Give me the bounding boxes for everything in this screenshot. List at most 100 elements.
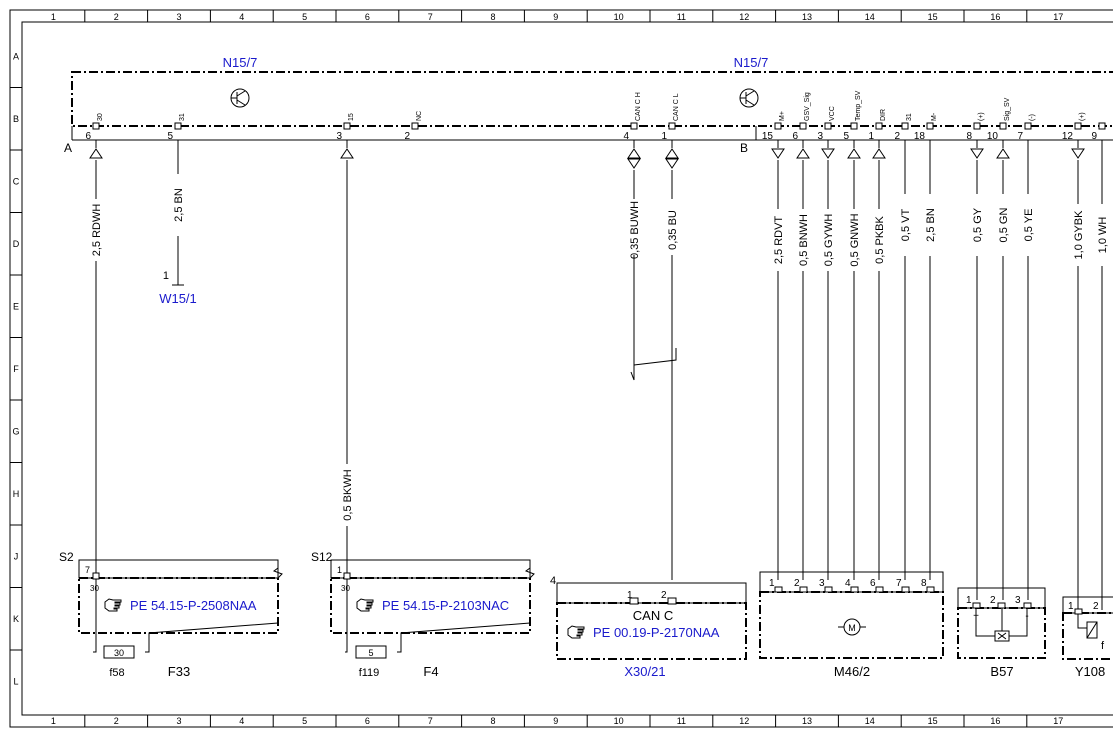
fuse-ref-link[interactable]: PE 54.15-P-2103NAC bbox=[382, 598, 509, 613]
row-label: D bbox=[13, 239, 20, 249]
module-label-right: N15/7 bbox=[734, 55, 769, 70]
pin-terminal bbox=[668, 122, 676, 130]
arrow-up-icon bbox=[796, 148, 810, 159]
row-label: B bbox=[13, 114, 19, 124]
column-label-top: 4 bbox=[239, 12, 244, 22]
pin-number: 2 bbox=[894, 131, 900, 142]
wire-label: 0,5 GN bbox=[998, 208, 1010, 243]
column-label-bottom: 2 bbox=[114, 716, 119, 726]
pin-terminal bbox=[343, 572, 351, 580]
column-label-bottom: 3 bbox=[176, 716, 181, 726]
pin-terminal bbox=[875, 122, 883, 130]
column-label-bottom: 7 bbox=[428, 716, 433, 726]
wire-label: 0,35 BU bbox=[667, 210, 679, 250]
motor-icon: M bbox=[838, 618, 866, 636]
wire-label: 0,5 YE bbox=[1023, 209, 1035, 242]
column-label-top: 5 bbox=[302, 12, 307, 22]
ground-w15-1: 1 W15/1 bbox=[159, 270, 197, 306]
fuse-component: F4 bbox=[423, 664, 438, 679]
pin-number: 1 bbox=[868, 131, 874, 142]
arrow-up-icon bbox=[665, 148, 679, 159]
fuse-box-outline bbox=[330, 577, 531, 634]
pin-terminal bbox=[343, 122, 351, 130]
wire-label: 2,5 RDWH bbox=[91, 204, 103, 257]
transistor-icon bbox=[739, 88, 759, 108]
column-label-top: 1 bbox=[51, 12, 56, 22]
motor-pin: 2 bbox=[794, 578, 800, 589]
row-label: E bbox=[13, 301, 19, 311]
break-mark bbox=[272, 560, 283, 579]
arrow-up-icon bbox=[996, 148, 1010, 159]
connector-b-pins: 15M+6GSV_Sig3VCC5Temp_SV1DIR23118M-8(+)1… bbox=[762, 90, 1106, 159]
pin-terminal bbox=[901, 586, 910, 593]
wire-label: 0,5 PKBK bbox=[874, 215, 886, 263]
fuse-ref-link[interactable]: PE 54.15-P-2508NAA bbox=[130, 598, 257, 613]
arrow-down-icon bbox=[665, 158, 679, 169]
row-label: H bbox=[13, 489, 20, 499]
pin-terminal bbox=[630, 122, 638, 130]
splice-bar bbox=[78, 559, 279, 579]
pin-terminal bbox=[926, 586, 935, 593]
pin-number: 4 bbox=[623, 131, 629, 142]
column-label-top: 2 bbox=[114, 12, 119, 22]
sensor-component: B57 bbox=[990, 664, 1013, 679]
pin-number: 6 bbox=[792, 131, 798, 142]
column-label-top: 6 bbox=[365, 12, 370, 22]
break-mark bbox=[524, 560, 535, 579]
pin-signal: M- bbox=[931, 112, 938, 121]
transistor-icon bbox=[230, 88, 250, 108]
fuse-box-outline bbox=[78, 577, 279, 634]
column-label-bottom: 10 bbox=[614, 716, 624, 726]
pin-terminal bbox=[799, 122, 807, 130]
valve-letter: f bbox=[1101, 640, 1105, 652]
can-box-pin: 1 bbox=[627, 590, 633, 601]
column-label-top: 10 bbox=[614, 12, 624, 22]
module-label-left: N15/7 bbox=[223, 55, 258, 70]
arrow-down-icon bbox=[970, 148, 984, 159]
pin-terminal bbox=[973, 122, 981, 130]
pin-signal: Temp_SV bbox=[855, 90, 862, 121]
wire-label: 0,5 VT bbox=[900, 209, 912, 242]
column-label-top: 9 bbox=[553, 12, 558, 22]
wire-label: 0,5 BKWH bbox=[342, 469, 354, 520]
pin-number: 15 bbox=[762, 131, 774, 142]
pin-signal: (+) bbox=[1079, 112, 1086, 121]
pin-signal: 15 bbox=[348, 113, 355, 121]
pointing-hand-icon bbox=[356, 598, 374, 612]
pin-number: 7 bbox=[1017, 131, 1023, 142]
column-label-bottom: 16 bbox=[990, 716, 1000, 726]
pin-signal: VCC bbox=[829, 106, 836, 121]
wire-label: 0,5 GYWH bbox=[823, 214, 835, 267]
pin-terminal bbox=[1074, 122, 1082, 130]
arrow-down-icon bbox=[821, 148, 835, 159]
column-label-bottom: 15 bbox=[928, 716, 938, 726]
pin-signal: GSV_Sig bbox=[804, 92, 811, 121]
row-label: G bbox=[12, 426, 19, 436]
wire-label: 2,5 BN bbox=[925, 208, 937, 242]
wire-label: 0,35 BUWH bbox=[629, 201, 641, 259]
valve-pin: 2 bbox=[1093, 601, 1099, 612]
pin-terminal bbox=[1024, 122, 1032, 130]
wire-label: 1,0 GYBK bbox=[1073, 210, 1085, 260]
valve-component: Y108 bbox=[1075, 664, 1105, 679]
sensor-pin: 2 bbox=[990, 595, 996, 606]
drawing-frame bbox=[9, 9, 1113, 728]
row-label: A bbox=[13, 51, 19, 61]
arrow-up-icon bbox=[872, 148, 886, 159]
column-label-top: 12 bbox=[739, 12, 749, 22]
pin-number: 10 bbox=[987, 131, 999, 142]
fuse-icon bbox=[103, 645, 135, 659]
pin-number: 1 bbox=[661, 131, 667, 142]
can-twist bbox=[630, 255, 677, 580]
pin-signal: Sig_SV bbox=[1004, 97, 1011, 121]
can-box-num: 4 bbox=[550, 575, 556, 587]
pin-number: 6 bbox=[85, 131, 91, 142]
pin-terminal bbox=[92, 122, 100, 130]
connector-a-label: A bbox=[64, 141, 72, 155]
can-box-ref[interactable]: PE 00.19-P-2170NAA bbox=[593, 625, 720, 640]
